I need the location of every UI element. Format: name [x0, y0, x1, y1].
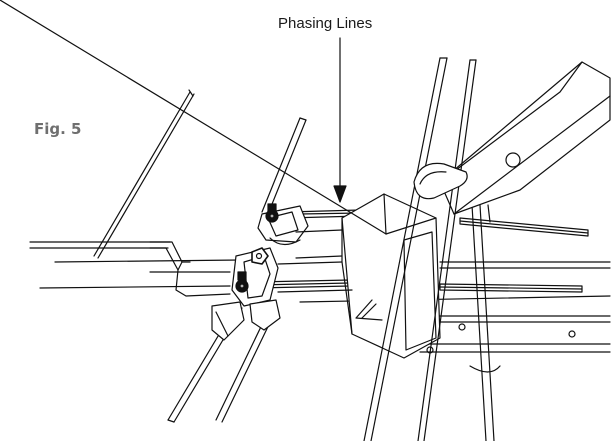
- right-diagonal-boom: [439, 61, 611, 215]
- center-bracket: [0, 0, 441, 359]
- upper-element-rod: [261, 117, 307, 215]
- boom-clip: [413, 162, 468, 200]
- hex-nut-icon: [251, 247, 269, 265]
- mounting-strap: [149, 241, 231, 297]
- boom-right: [299, 261, 611, 353]
- lower-wingnut-icon: [235, 271, 249, 293]
- left-element-rod: [93, 89, 195, 259]
- upper-clamp: [257, 205, 309, 246]
- connecting-tube: [277, 229, 353, 293]
- right-vertical-rod-2: [417, 59, 477, 442]
- lower-right-frame: [458, 204, 576, 442]
- figure-label: Fig. 5: [34, 120, 82, 138]
- callout-arrow: [333, 37, 347, 203]
- upper-wingnut-icon: [265, 203, 279, 223]
- upper-phasing-line: [287, 209, 589, 237]
- boom-left: [29, 241, 241, 289]
- phasing-lines-label: Phasing Lines: [278, 15, 373, 32]
- right-vertical-rod: [363, 57, 448, 442]
